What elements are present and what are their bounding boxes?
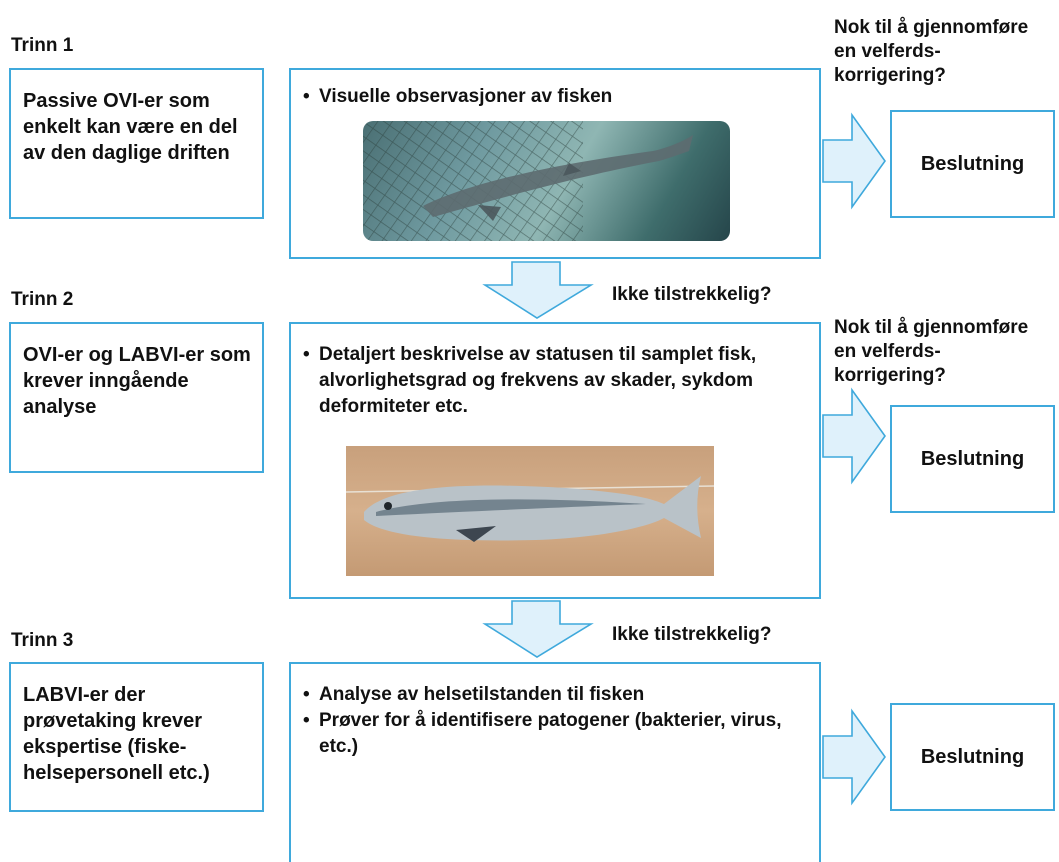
- decision-box-2: Beslutning: [890, 405, 1055, 513]
- decision-label: Beslutning: [920, 447, 1025, 470]
- sampled-salmon-photo: [346, 446, 714, 576]
- arrow-right-icon: [822, 708, 886, 806]
- stage-2-description: OVI-er og LABVI-er som krever inngående …: [23, 344, 251, 418]
- decision-box-3: Beslutning: [890, 703, 1055, 811]
- decision-label: Beslutning: [920, 152, 1025, 175]
- not-enough-label-1: Ikke tilstrekkelig?: [612, 284, 772, 305]
- stage-3-content-box: •Analyse av helsetilstanden til fisken •…: [289, 662, 821, 862]
- stage-2-bullets: •Detaljert beskrivelse av statusen til s…: [303, 342, 813, 420]
- arrow-down-icon: [482, 261, 594, 319]
- arrow-down-icon: [482, 600, 594, 658]
- stage-2-question: Nok til å gjennomføre en velferds-korrig…: [834, 317, 1029, 386]
- salmon-image: [346, 476, 714, 542]
- bullet-item: •Visuelle observasjoner av fisken: [303, 86, 613, 107]
- decision-box-1: Beslutning: [890, 110, 1055, 218]
- fish-in-net-image: [363, 121, 693, 241]
- stage-2-label: Trinn 2: [11, 289, 74, 310]
- stage-1-description-box: Passive OVI-er som enkelt kan være en de…: [9, 68, 264, 219]
- stage-1-content-box: •Visuelle observasjoner av fisken: [289, 68, 821, 259]
- stage-1-description: Passive OVI-er som enkelt kan være en de…: [23, 90, 238, 164]
- stage-3-description-box: LABVI-er der prøvetaking krever eksperti…: [9, 662, 264, 812]
- bullet-item: •Prøver for å identifisere patogener (ba…: [303, 710, 782, 757]
- not-enough-label-2: Ikke tilstrekkelig?: [612, 624, 772, 645]
- stage-1-label: Trinn 1: [11, 35, 74, 56]
- stage-2-description-box: OVI-er og LABVI-er som krever inngående …: [9, 322, 264, 473]
- decision-label: Beslutning: [920, 745, 1025, 768]
- stage-3-label: Trinn 3: [11, 630, 74, 651]
- stage-2-content-box: •Detaljert beskrivelse av statusen til s…: [289, 322, 821, 599]
- fish-in-net-photo: [363, 121, 730, 241]
- arrow-right-icon: [822, 112, 886, 210]
- bullet-item: •Detaljert beskrivelse av statusen til s…: [303, 344, 757, 417]
- stage-3-bullets: •Analyse av helsetilstanden til fisken •…: [303, 682, 813, 760]
- bullet-item: •Analyse av helsetilstanden til fisken: [303, 684, 645, 705]
- arrow-right-icon: [822, 387, 886, 485]
- fish-shape: [423, 135, 693, 217]
- stage-1-bullets: •Visuelle observasjoner av fisken: [303, 84, 808, 110]
- stage-3-description: LABVI-er der prøvetaking krever eksperti…: [23, 684, 210, 784]
- stage-1-question: Nok til å gjennomføre en velferds-korrig…: [834, 17, 1029, 86]
